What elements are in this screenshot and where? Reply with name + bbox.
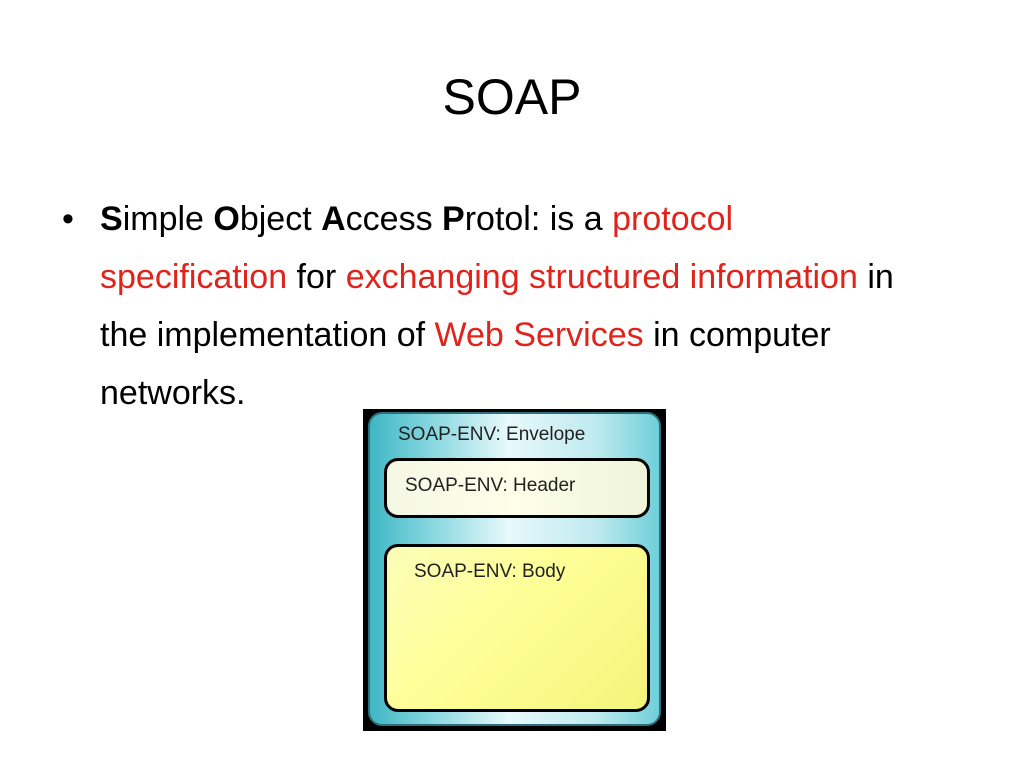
text-tail: in computer networks. [100, 316, 831, 412]
word-protol-rest: rotol: is a [464, 200, 613, 238]
bullet-item: Simple Object Access Protol: is a protoc… [100, 190, 920, 422]
header-label: SOAP-ENV: Header [405, 475, 576, 496]
highlight-exchanging-structured-information: exchanging structured information [345, 258, 858, 296]
highlight-protocol-specification: protocol specification [100, 200, 734, 296]
word-simple-rest: imple [122, 200, 214, 238]
acronym-letter-p: P [442, 200, 465, 238]
soap-envelope-diagram: SOAP-ENV: Envelope SOAP-ENV: Header SOAP… [363, 409, 666, 731]
header-box: SOAP-ENV: Header [384, 458, 650, 518]
text-for: for [287, 258, 346, 296]
acronym-letter-o: O [213, 200, 240, 238]
acronym-letter-s: S [100, 200, 123, 238]
bullet-marker: • [62, 200, 74, 238]
slide-title: SOAP [442, 69, 582, 125]
body-box: SOAP-ENV: Body [384, 544, 650, 712]
bullet-list: • Simple Object Access Protol: is a prot… [62, 190, 962, 422]
body-label: SOAP-ENV: Body [414, 561, 566, 582]
word-object-rest: bject [239, 200, 322, 238]
acronym-letter-a: A [321, 200, 346, 238]
highlight-web-services: Web Services [434, 316, 644, 354]
text-in-implementation: in the implementation of [100, 258, 894, 354]
envelope-box: SOAP-ENV: Envelope SOAP-ENV: Header SOAP… [368, 412, 661, 726]
word-access-rest: ccess [345, 200, 443, 238]
envelope-label: SOAP-ENV: Envelope [398, 424, 586, 445]
